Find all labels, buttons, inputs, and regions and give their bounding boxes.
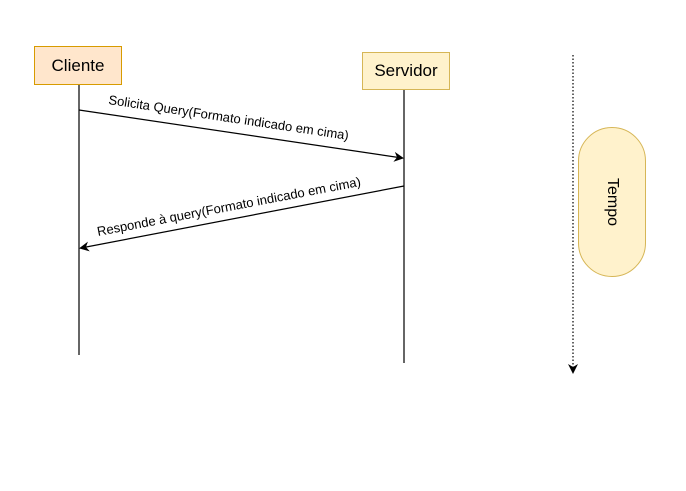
request-arrow <box>78 109 404 162</box>
request-label: Solicita Query(Formato indicado em cima) <box>108 92 350 143</box>
response-label: Responde à query(Formato indicado em cim… <box>96 174 362 239</box>
server-actor-label: Servidor <box>374 61 438 80</box>
response-arrow <box>79 185 405 252</box>
time-label: Tempo <box>604 177 621 227</box>
time-pill: Tempo <box>578 127 646 277</box>
client-actor-label: Cliente <box>51 55 105 75</box>
client-actor-box: Cliente <box>34 46 122 85</box>
server-actor-box: Servidor <box>362 52 450 90</box>
